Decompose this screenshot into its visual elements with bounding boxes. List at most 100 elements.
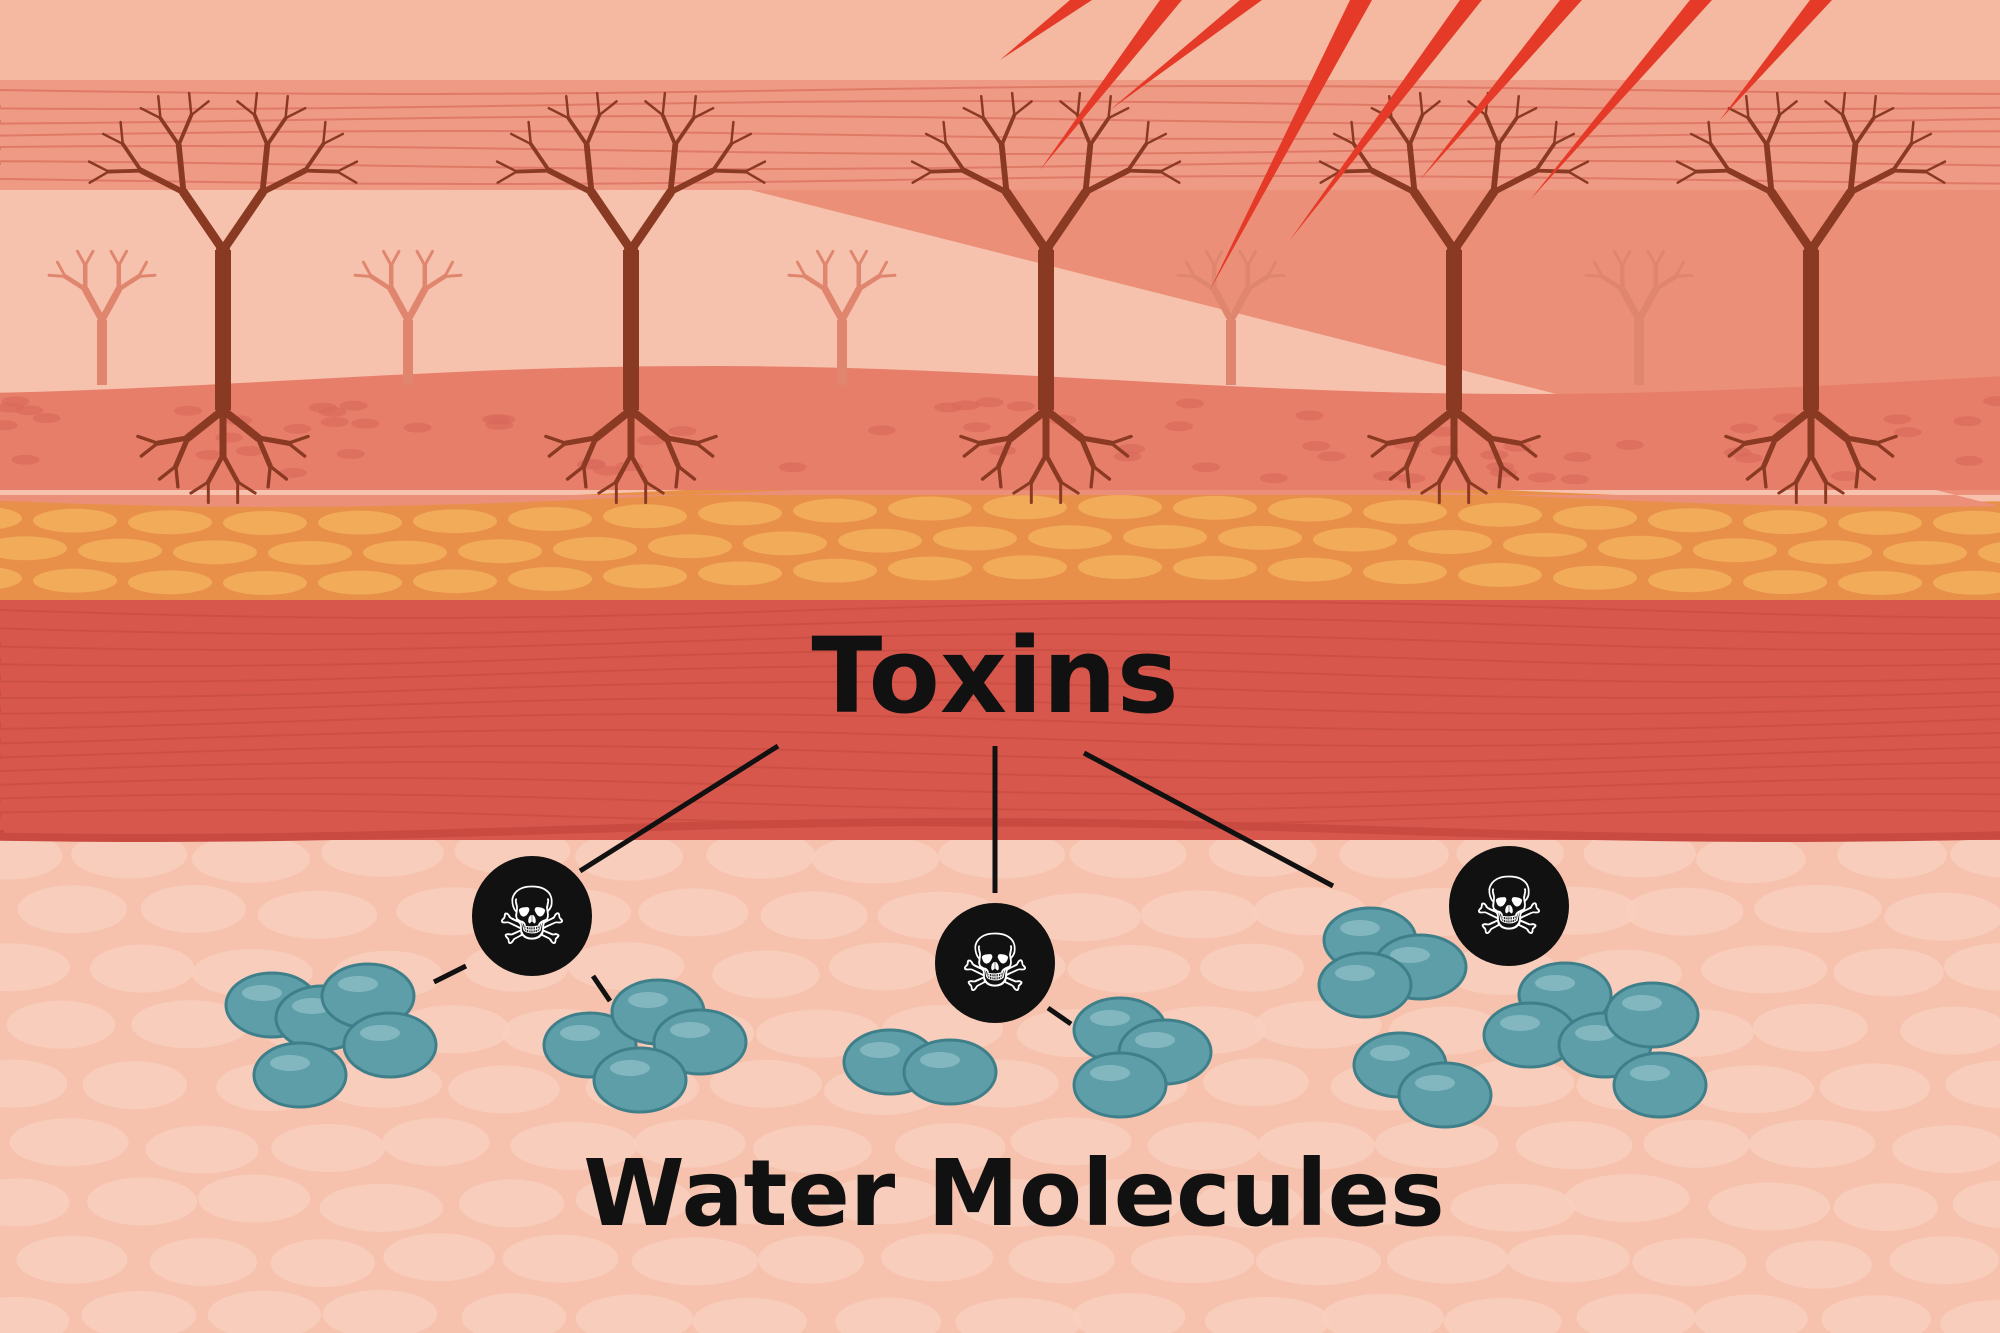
tissue-cell: [270, 1239, 376, 1288]
branch: [877, 273, 897, 278]
fat-cell: [698, 561, 782, 586]
epidermis-line: [0, 160, 2000, 170]
tissue-cell: [1749, 1119, 1876, 1168]
dermis-tree: [1318, 91, 1590, 505]
fat-cell: [603, 504, 687, 529]
dermis-speck: [173, 405, 202, 416]
epidermis-line: [0, 100, 2000, 110]
dermis-speck: [962, 422, 991, 433]
branch: [1807, 406, 1851, 442]
branch: [139, 441, 160, 458]
branch: [583, 141, 595, 196]
branch: [1350, 120, 1356, 146]
branch: [55, 260, 67, 278]
branch: [1421, 100, 1441, 117]
tissue-cell: [197, 1174, 311, 1223]
branch: [1001, 187, 1051, 255]
dermis-speck: [11, 454, 40, 465]
branch: [644, 100, 664, 117]
molecule-highlight: [670, 1022, 710, 1038]
branch: [220, 452, 240, 485]
molecule-highlight: [1500, 1015, 1540, 1031]
branch: [1389, 116, 1412, 147]
tissue-cell: [383, 1233, 496, 1282]
fat-cell: [363, 540, 447, 565]
tissue-cell: [1632, 1238, 1747, 1287]
branch: [661, 91, 667, 117]
branch: [1874, 441, 1895, 458]
branch: [1517, 434, 1541, 445]
branch: [336, 160, 359, 173]
molecule-highlight: [1090, 1065, 1130, 1081]
branch: [857, 249, 869, 267]
branch: [1726, 167, 1775, 196]
branch: [1854, 464, 1860, 489]
fat-cell: [0, 507, 22, 529]
tissue-cell: [633, 1119, 746, 1168]
branch: [106, 168, 143, 174]
fat-cell: [1553, 505, 1637, 530]
branch: [284, 106, 307, 120]
branch: [286, 441, 307, 458]
dermis-speck: [351, 418, 380, 429]
dermis-speck: [1006, 401, 1035, 412]
tissue-cell: [0, 1296, 70, 1333]
connector-line: [1046, 1005, 1073, 1027]
branch: [174, 464, 180, 489]
branch: [1853, 116, 1876, 147]
branch: [1635, 285, 1660, 324]
water-molecule: [252, 1041, 348, 1109]
branch: [1924, 170, 1946, 184]
branch: [694, 441, 715, 458]
branch: [219, 406, 263, 442]
branch: [547, 441, 568, 458]
branch: [1646, 249, 1658, 267]
tissue-cell: [1318, 1177, 1434, 1226]
tissue-cell: [1147, 1122, 1260, 1171]
branch: [1891, 142, 1914, 173]
branch: [998, 141, 1010, 196]
dermis-speck: [0, 402, 25, 413]
skull-glyph: ☠: [1473, 860, 1545, 953]
branch: [729, 120, 735, 146]
branch: [496, 170, 518, 184]
muscle-fiber: [0, 617, 2000, 636]
branch: [1843, 435, 1861, 469]
branch: [1486, 435, 1523, 446]
branch: [1856, 464, 1877, 481]
tissue-cell: [826, 1176, 945, 1225]
fat-cell: [1408, 530, 1492, 555]
branch: [999, 113, 1017, 147]
fat-cell: [223, 570, 307, 595]
small-tree: [1176, 249, 1286, 385]
tissue-cell: [1321, 1293, 1445, 1333]
dermis-speck: [1259, 473, 1288, 484]
tissue-cell: [89, 944, 195, 993]
uv-ray: [1040, 0, 1182, 170]
fat-cell: [1553, 565, 1637, 590]
branch: [1467, 480, 1488, 495]
toxin-markers: ☠☠☠: [472, 846, 1569, 1023]
branch: [259, 167, 308, 196]
branch: [423, 249, 435, 267]
molecule-body: [1612, 1051, 1708, 1119]
tissue-cell: [706, 830, 815, 879]
dermis-speck: [668, 426, 697, 437]
tissue-cell: [1066, 1178, 1182, 1227]
branch: [1449, 187, 1499, 255]
tissue-cell: [1821, 1295, 1931, 1333]
small-tree: [1584, 249, 1694, 385]
branch: [1227, 285, 1252, 324]
fat-cell: [1693, 538, 1777, 563]
dermis-speck: [283, 423, 312, 434]
uv-ray: [1530, 0, 1712, 200]
tissue-cell: [1952, 1180, 2000, 1229]
branch: [1245, 274, 1271, 292]
branch: [1337, 168, 1374, 174]
branch: [692, 106, 715, 120]
connector-line: [432, 963, 468, 985]
tissue-cell: [461, 1293, 567, 1333]
branch: [959, 434, 983, 445]
branch: [265, 116, 288, 147]
branch: [838, 285, 863, 324]
